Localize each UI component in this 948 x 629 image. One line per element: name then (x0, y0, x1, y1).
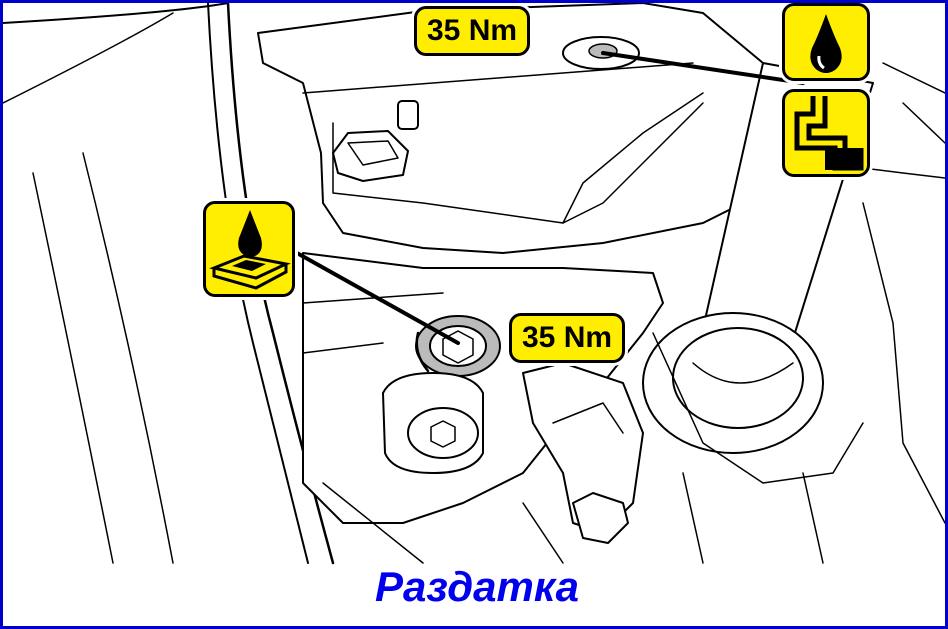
torque-label-top: 35 Nm (414, 6, 531, 56)
leader-drain-plug (286, 246, 460, 345)
fill-level-glyph (794, 96, 864, 171)
caption: Раздатка (374, 563, 580, 610)
leader-fill-plug (601, 51, 805, 85)
tire-edge (3, 12, 174, 104)
fill-level-icon (782, 89, 870, 177)
oil-drop-glyph (810, 14, 842, 73)
oil-on-seal-icon (203, 201, 295, 297)
torque-label-middle: 35 Nm (509, 313, 626, 363)
oil-drop-icon (782, 3, 870, 81)
wheel-rim-inner (207, 3, 309, 564)
lower-bolt (407, 407, 479, 459)
tire-outline (3, 3, 229, 24)
oil-on-seal-glyph (209, 210, 291, 290)
